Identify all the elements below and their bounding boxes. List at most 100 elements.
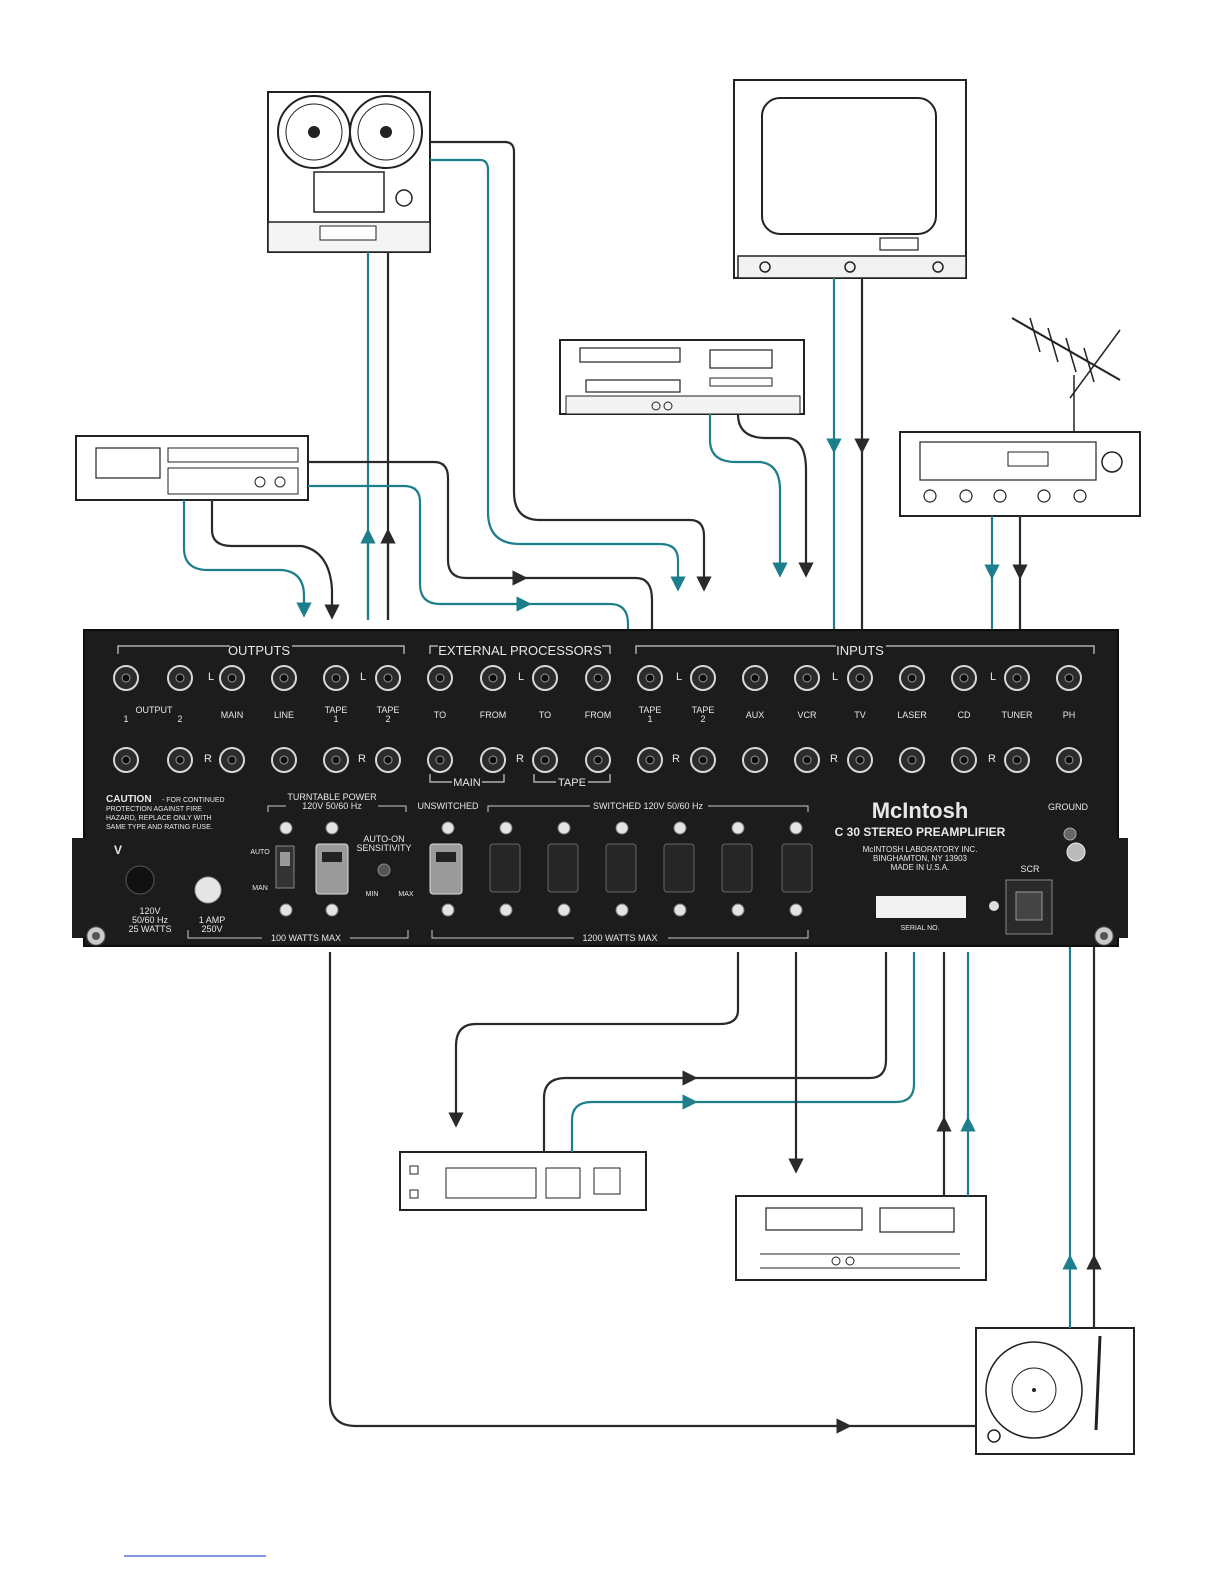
jacks-left-row (113, 665, 1082, 691)
tape-2-number: 2 (385, 714, 390, 724)
processor-device (399, 1151, 647, 1211)
turntable-power-label: TURNTABLE POWER (287, 792, 377, 802)
left-channel-label: L (360, 671, 366, 683)
outlet-screw (731, 903, 745, 917)
ground-label: GROUND (1048, 802, 1088, 812)
caution-text-4: SAME TYPE AND RATING FUSE. (106, 824, 213, 831)
caution-title: CAUTION (106, 794, 152, 805)
power-cord-icon (125, 865, 155, 895)
right-channel-label: R (988, 753, 996, 765)
tape-1-number: 1 (333, 714, 338, 724)
outlet-screw (789, 821, 803, 835)
scr-label: SCR (1020, 864, 1040, 874)
model-name: C 30 STEREO PREAMPLIFIER (835, 825, 1006, 839)
auto-label: AUTO (250, 849, 270, 856)
left-channel-label: L (832, 671, 838, 683)
outlet-screw (615, 821, 629, 835)
right-channel-label: R (358, 753, 366, 765)
power-voltage: 120V (139, 906, 160, 916)
switched-outlet (721, 843, 753, 893)
outlet-screw (325, 821, 339, 835)
main-bracket-label: MAIN (453, 777, 481, 789)
fuse-amp: 1 AMP (199, 915, 226, 925)
vcr-label: VCR (797, 710, 817, 720)
switched-label: SWITCHED 120V 50/60 Hz (593, 801, 704, 811)
fuse-volt: 250V (201, 924, 222, 934)
output-label: OUTPUT (136, 705, 174, 715)
maker-name: McINTOSH LABORATORY INC. (863, 845, 978, 854)
outputs-label: OUTPUTS (228, 643, 290, 658)
tuner-label: TUNER (1002, 710, 1033, 720)
to-main-label: TO (434, 710, 446, 720)
max-label: MAX (398, 891, 414, 898)
right-channel-label: R (204, 753, 212, 765)
outlet-screw (557, 821, 571, 835)
vcr-device (559, 339, 805, 415)
caution-text-2: PROTECTION AGAINST FIRE (106, 806, 202, 813)
main-label: MAIN (221, 710, 244, 720)
outlet-screw (673, 821, 687, 835)
man-label: MAN (252, 885, 268, 892)
outlet-screw (499, 821, 513, 835)
outlet-screw (441, 903, 455, 917)
aux-label: AUX (746, 710, 765, 720)
left-channel-label: L (990, 671, 996, 683)
sensitivity-label: SENSITIVITY (356, 843, 411, 853)
outlet-screw (325, 903, 339, 917)
inputs-label: INPUTS (836, 643, 884, 658)
turntable-power-spec: 120V 50/60 Hz (302, 801, 362, 811)
made-in: MADE IN U.S.A. (891, 863, 950, 872)
outlet-screw (789, 903, 803, 917)
tv-monitor (733, 79, 967, 279)
unswitched-label: UNSWITCHED (418, 801, 479, 811)
tuner-device (899, 431, 1141, 517)
left-channel-label: L (518, 671, 524, 683)
external-processors-label: EXTERNAL PROCESSORS (438, 643, 602, 658)
to-tape-label: TO (539, 710, 551, 720)
sensitivity-knob[interactable] (377, 863, 391, 877)
input-tape-1-label: TAPE (639, 705, 662, 715)
watts-100-label: 100 WATTS MAX (271, 933, 341, 943)
min-label: MIN (366, 891, 379, 898)
outlet-screw (673, 903, 687, 917)
maker-city: BINGHAMTON, NY 13903 (873, 854, 968, 863)
jacks-right-row (113, 747, 1082, 773)
fuse-holder-icon (194, 876, 222, 904)
tape-bracket-label: TAPE (558, 777, 586, 789)
turntable (975, 1327, 1135, 1455)
input-tape-1-number: 1 (647, 714, 652, 724)
line-label: LINE (274, 710, 294, 720)
tape-1-label: TAPE (325, 705, 348, 715)
serial-label: SERIAL NO. (900, 925, 939, 932)
ground-terminal[interactable] (1063, 827, 1077, 841)
antenna-icon (1011, 317, 1121, 433)
switched-outlet (547, 843, 579, 893)
outlet-screw (557, 903, 571, 917)
cd-label: CD (958, 710, 971, 720)
auto-on-label: AUTO-ON (363, 834, 404, 844)
right-channel-label: R (672, 753, 680, 765)
output-2-label: 2 (177, 714, 182, 724)
tv-label: TV (854, 710, 866, 720)
turntable-outlet (315, 843, 349, 895)
left-channel-label: L (676, 671, 682, 683)
switched-outlet (489, 843, 521, 893)
tape-2-label: TAPE (377, 705, 400, 715)
laser-label: LASER (897, 710, 927, 720)
watts-1200-label: 1200 WATTS MAX (582, 933, 657, 943)
input-tape-2-label: TAPE (692, 705, 715, 715)
mcintosh-logo: McIntosh (872, 798, 969, 823)
outlet-screws (279, 821, 803, 917)
outlet-screw (499, 903, 513, 917)
caution-text-1: - FOR CONTINUED (162, 797, 225, 804)
serial-plate (876, 896, 966, 918)
switched-outlet (781, 843, 813, 893)
from-tape-label: FROM (585, 710, 612, 720)
input-tape-2-number: 2 (700, 714, 705, 724)
outlet-screw (731, 821, 745, 835)
outlet-screw (615, 903, 629, 917)
output-1-label: 1 (123, 714, 128, 724)
phono-label: PH (1063, 710, 1076, 720)
from-main-label: FROM (480, 710, 507, 720)
